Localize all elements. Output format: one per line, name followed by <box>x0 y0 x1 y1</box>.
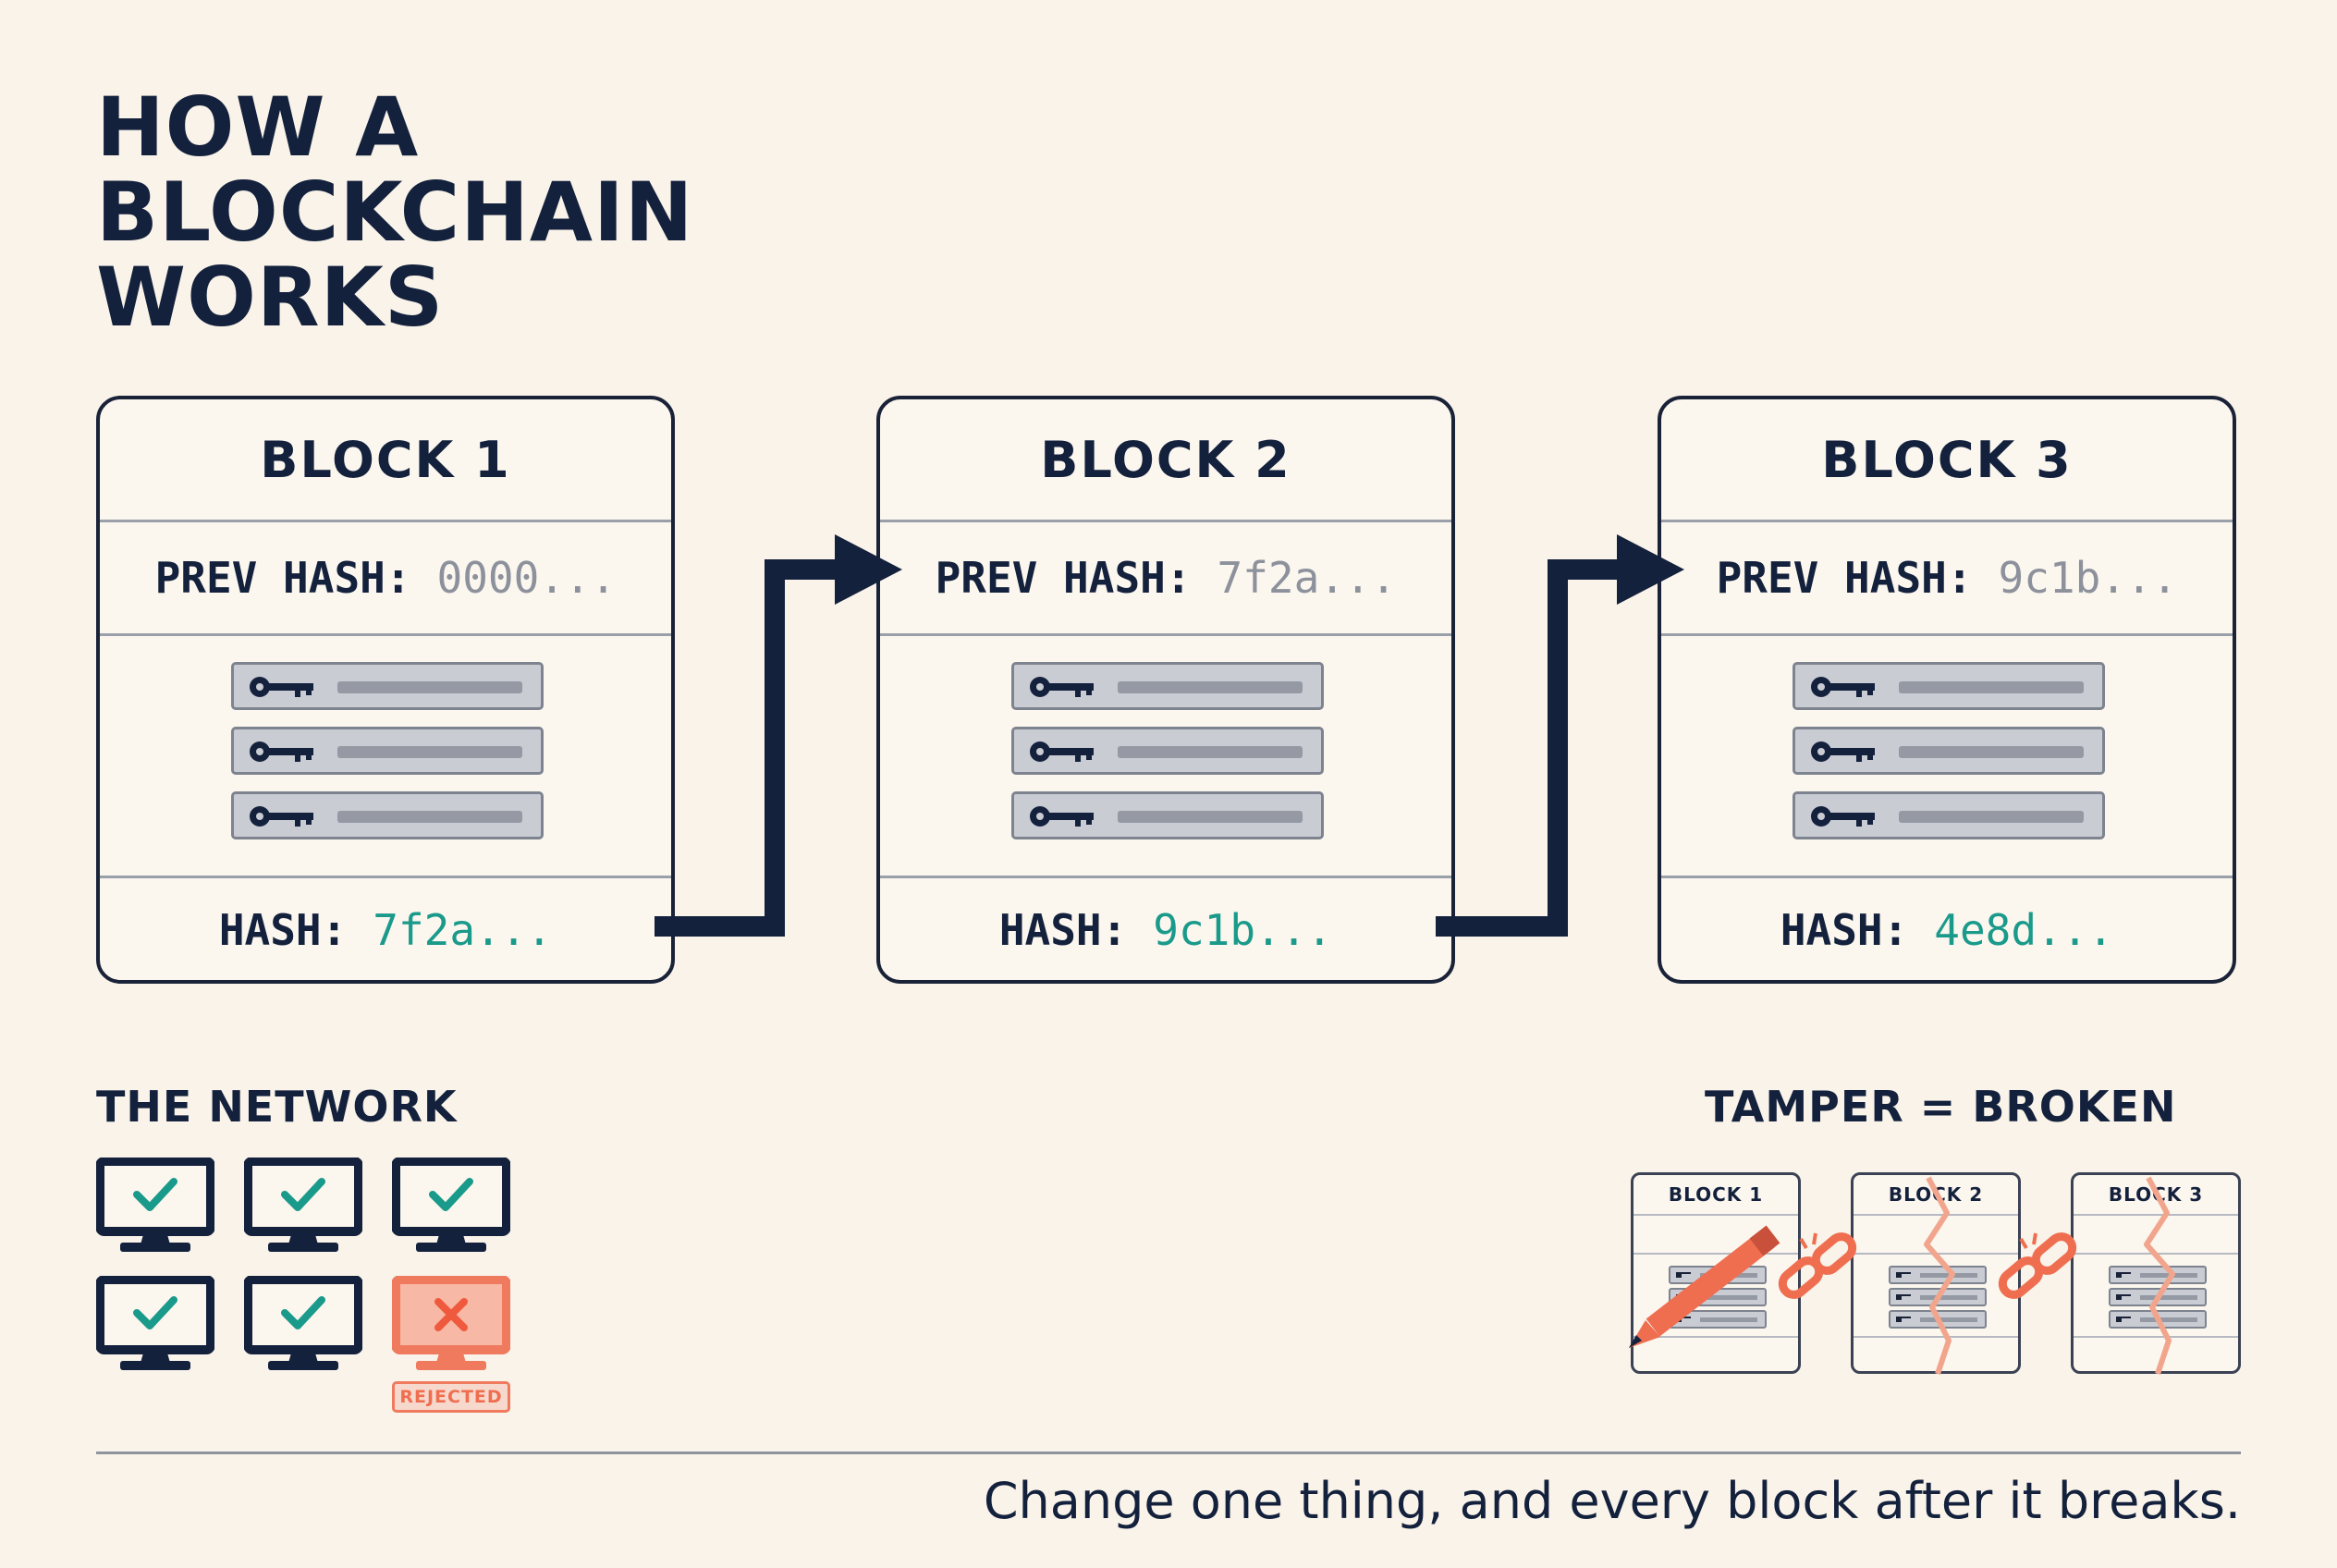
block-title: BLOCK 2 <box>1040 430 1291 489</box>
hash-label: HASH: <box>1780 905 1909 955</box>
hash-row: HASH: 9c1b... <box>880 878 1451 982</box>
divider <box>880 876 1451 878</box>
prev-hash-value: 7f2a... <box>1217 553 1397 603</box>
transaction-data-line <box>1118 681 1303 693</box>
footer-divider <box>96 1452 2241 1454</box>
key-icon <box>1811 677 1875 697</box>
hash-value: 9c1b... <box>1153 905 1333 955</box>
divider <box>880 633 1451 636</box>
key-icon <box>1030 741 1094 762</box>
key-icon <box>250 741 313 762</box>
node-valid-icon <box>244 1158 362 1252</box>
transaction-data-line <box>1118 746 1303 758</box>
network-label: THE NETWORK <box>96 1082 458 1132</box>
hash-label: HASH: <box>218 905 348 955</box>
node-valid-icon <box>96 1158 214 1252</box>
block-title: BLOCK 1 <box>260 430 511 489</box>
arrow-block2-to-block3 <box>1436 534 1684 937</box>
hash-value: 7f2a... <box>373 905 553 955</box>
title-line-2: BLOCKCHAIN <box>96 165 694 260</box>
node-valid-icon <box>392 1158 510 1252</box>
tamper-label: TAMPER = BROKEN <box>1705 1082 2177 1132</box>
hash-value: 4e8d... <box>1934 905 2114 955</box>
transaction-data-line <box>1899 811 2084 823</box>
transaction-data-line <box>1118 811 1303 823</box>
prev-hash-row: PREV HASH: 7f2a... <box>880 522 1451 633</box>
hash-row: HASH: 7f2a... <box>100 878 671 982</box>
key-icon <box>1811 806 1875 827</box>
transaction-data-line <box>1899 681 2084 693</box>
broken-chain-icon <box>1778 1232 1857 1299</box>
key-icon <box>1811 741 1875 762</box>
divider <box>2074 1336 2238 1338</box>
node-valid-icon <box>96 1276 214 1370</box>
footer-caption: Change one thing, and every block after … <box>983 1472 2241 1530</box>
divider <box>100 876 671 878</box>
divider <box>1661 633 2233 636</box>
tamper-block-2: BLOCK 2 <box>1851 1172 2021 1374</box>
divider <box>1854 1214 2018 1216</box>
hash-link-arrows <box>655 534 1684 937</box>
key-icon <box>250 677 313 697</box>
divider <box>2074 1214 2238 1216</box>
page-title: HOW A BLOCKCHAIN WORKS <box>96 85 928 340</box>
hash-label: HASH: <box>998 905 1128 955</box>
arrow-block1-to-block2 <box>655 534 902 937</box>
rejected-badge: REJECTED <box>392 1381 510 1413</box>
node-valid-icon <box>244 1276 362 1370</box>
prev-hash-value: 9c1b... <box>1998 553 2178 603</box>
title-line-1: HOW A <box>96 80 420 175</box>
transaction-row <box>1793 727 2105 775</box>
prev-hash-label: PREV HASH: <box>1716 553 1973 603</box>
tamper-overlay <box>1629 1176 2175 1375</box>
transaction-row <box>1011 662 1324 710</box>
key-icon <box>1030 677 1094 697</box>
transaction-row <box>231 791 544 839</box>
transaction-row <box>1793 662 2105 710</box>
transaction-row <box>231 662 544 710</box>
block-title: BLOCK 3 <box>1821 430 2073 489</box>
block-2-card: BLOCK 2 PREV HASH: 7f2a... HASH: 9c1b... <box>876 396 1455 984</box>
divider <box>100 520 671 522</box>
transaction-data-line <box>1899 746 2084 758</box>
transaction-row <box>1011 727 1324 775</box>
prev-hash-row: PREV HASH: 9c1b... <box>1661 522 2233 633</box>
block-3-card: BLOCK 3 PREV HASH: 9c1b... HASH: 4e8d... <box>1658 396 2236 984</box>
tamper-block-3: BLOCK 3 <box>2071 1172 2241 1374</box>
prev-hash-value: 0000... <box>436 553 617 603</box>
transaction-data-line <box>337 746 522 758</box>
block-1-card: BLOCK 1 PREV HASH: 0000... HASH: 7f2a... <box>96 396 675 984</box>
crack-icon <box>2144 1176 2175 1375</box>
prev-hash-label: PREV HASH: <box>935 553 1192 603</box>
mini-block-title: BLOCK 1 <box>1668 1183 1764 1206</box>
transaction-row <box>231 727 544 775</box>
key-icon <box>250 806 313 827</box>
divider <box>1633 1336 1798 1338</box>
prev-hash-label: PREV HASH: <box>154 553 411 603</box>
crack-icon <box>1924 1176 1955 1375</box>
hash-row: HASH: 4e8d... <box>1661 878 2233 982</box>
transaction-row <box>1793 791 2105 839</box>
divider <box>100 633 671 636</box>
transaction-data-line <box>337 811 522 823</box>
title-line-3: WORKS <box>96 250 445 345</box>
key-icon <box>1030 806 1094 827</box>
prev-hash-row: PREV HASH: 0000... <box>100 522 671 633</box>
divider <box>1854 1336 2018 1338</box>
divider <box>880 520 1451 522</box>
pencil-icon <box>1629 1225 1780 1348</box>
divider <box>1661 520 2233 522</box>
transaction-row <box>1011 791 1324 839</box>
divider <box>1661 876 2233 878</box>
divider <box>1633 1253 1798 1255</box>
divider <box>1633 1214 1798 1216</box>
broken-chain-icon <box>1998 1232 2077 1299</box>
transaction-data-line <box>337 681 522 693</box>
node-rejected-icon <box>392 1276 510 1370</box>
